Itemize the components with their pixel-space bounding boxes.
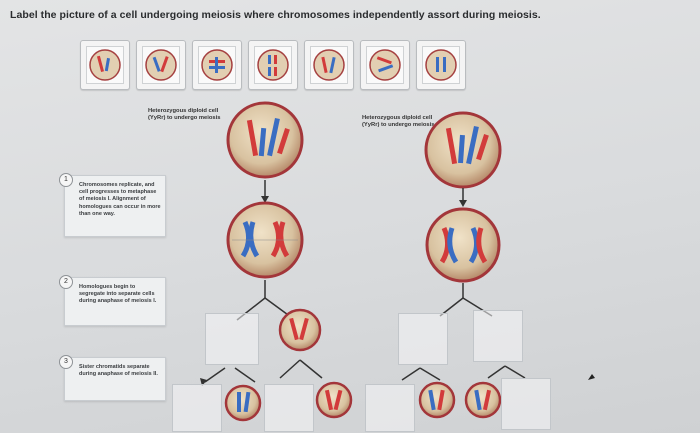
label-text: Sister chromatids separate during anapha…	[79, 364, 158, 378]
bank-image-3[interactable]	[192, 40, 242, 90]
cell-thumb-icon	[145, 49, 177, 81]
drop-zone-left-c[interactable]	[264, 384, 314, 432]
right-metaphase-cell	[425, 207, 501, 283]
left-metaphase-cell	[226, 201, 304, 279]
label-card-3[interactable]: 3 Sister chromatids separate during anap…	[59, 355, 166, 401]
cell-thumb-icon	[425, 49, 457, 81]
left-diagram-caption: Heterozygous diploid cell (YyRr) to unde…	[148, 108, 221, 121]
cell-thumb-icon	[257, 49, 289, 81]
left-gamete-2	[315, 381, 353, 419]
cell-thumb-icon	[89, 49, 121, 81]
left-diploid-cell	[226, 101, 304, 179]
label-text: Homologues begin to segregate into separ…	[79, 284, 157, 305]
cell-thumb-icon	[313, 49, 345, 81]
right-gamete-1	[418, 381, 456, 419]
drop-zone-right-c[interactable]	[365, 384, 415, 432]
label-number: 2	[59, 275, 73, 289]
bank-image-7[interactable]	[416, 40, 466, 90]
bank-image-2[interactable]	[136, 40, 186, 90]
label-number: 1	[59, 173, 73, 187]
right-diploid-cell	[424, 111, 502, 189]
drop-zone-left-b[interactable]	[172, 384, 222, 432]
bank-image-1[interactable]	[80, 40, 130, 90]
left-anaphase2-cell	[278, 308, 322, 352]
left-gamete-1	[224, 384, 262, 422]
drop-zone-right-b[interactable]	[473, 310, 523, 362]
right-gamete-2	[464, 381, 502, 419]
bank-image-5[interactable]	[304, 40, 354, 90]
label-text: Chromosomes replicate, and cell progress…	[79, 182, 161, 217]
drop-zone-left-a[interactable]	[205, 313, 259, 365]
cell-thumb-icon	[201, 49, 233, 81]
drop-zone-right-d[interactable]	[501, 378, 551, 430]
label-card-1[interactable]: 1 Chromosomes replicate, and cell progre…	[59, 173, 166, 237]
image-bank	[80, 40, 480, 92]
drop-zone-right-a[interactable]	[398, 313, 448, 365]
bank-image-6[interactable]	[360, 40, 410, 90]
label-number: 3	[59, 355, 73, 369]
cell-thumb-icon	[369, 49, 401, 81]
question-prompt: Label the picture of a cell undergoing m…	[10, 9, 541, 21]
label-card-2[interactable]: 2 Homologues begin to segregate into sep…	[59, 275, 166, 326]
right-diagram-caption: Heterozygous diploid cell (YyRr) to unde…	[362, 115, 435, 128]
bank-image-4[interactable]	[248, 40, 298, 90]
